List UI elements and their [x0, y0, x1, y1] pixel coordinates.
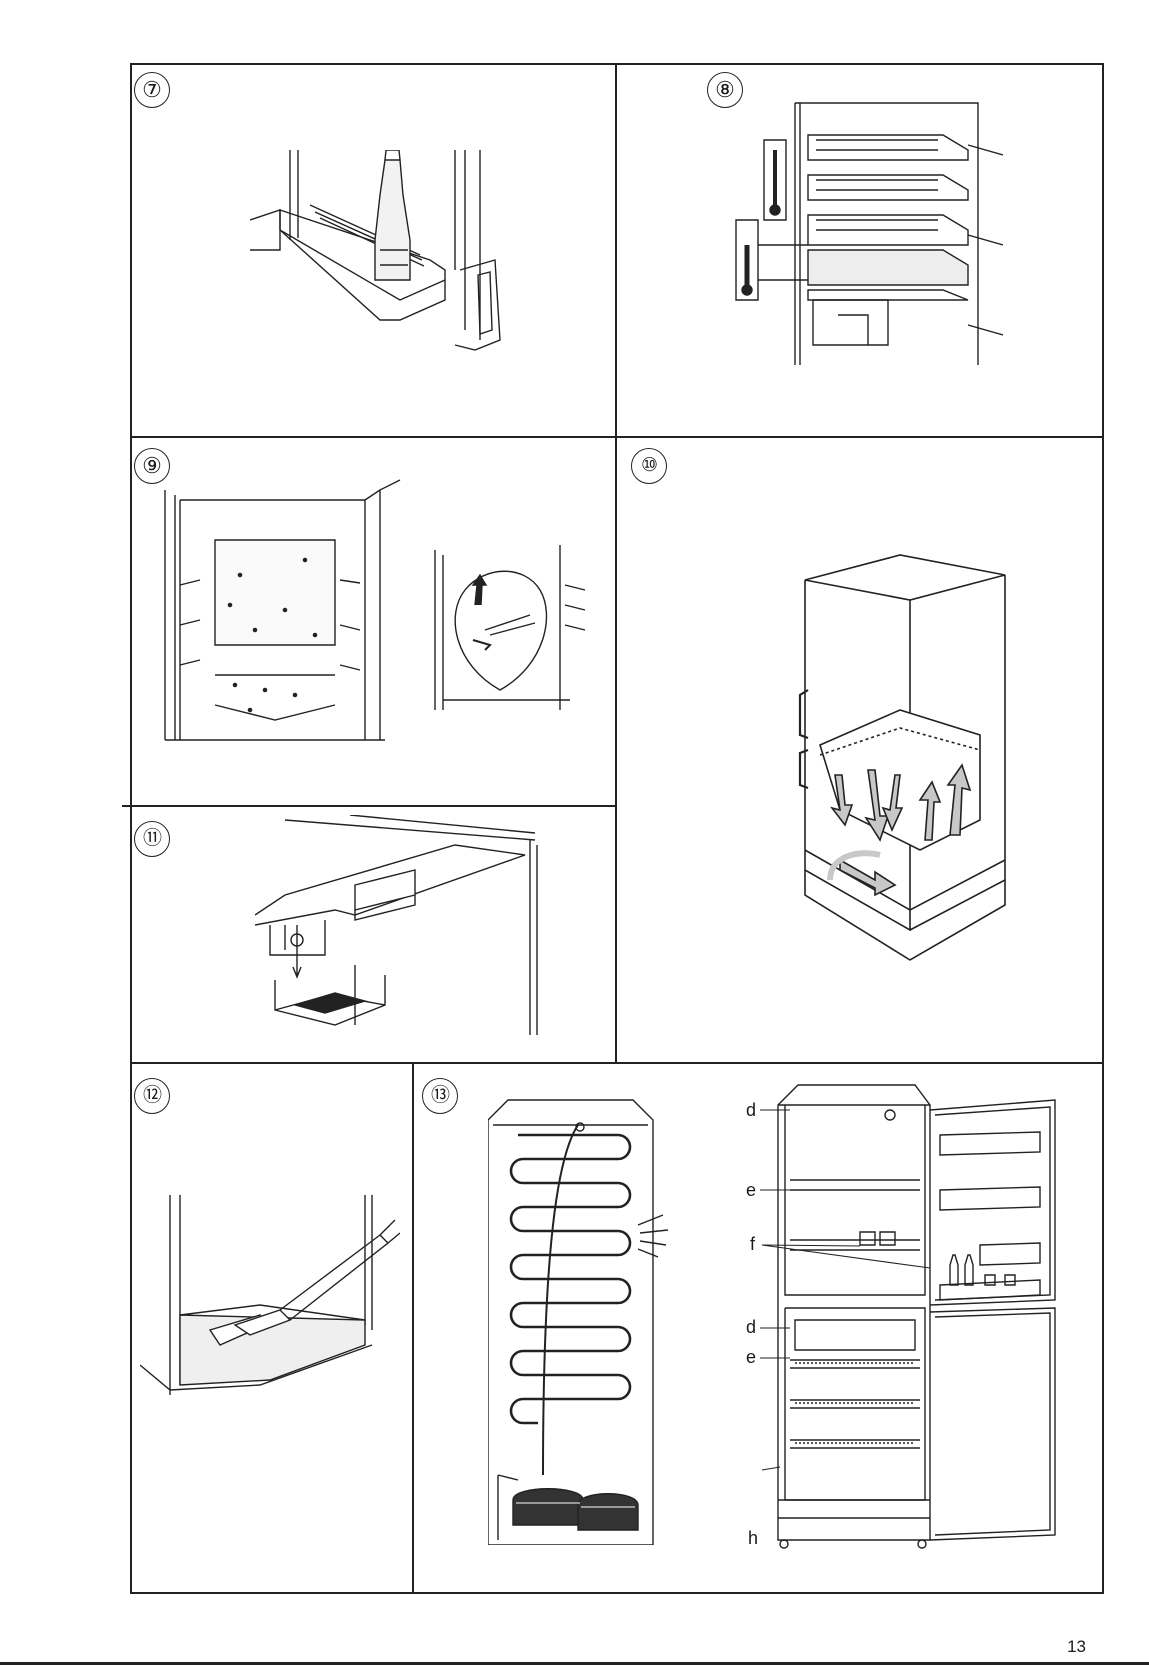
callout-e-top: e [746, 1180, 756, 1201]
divider-vertical-top [615, 63, 617, 1062]
divider-row2-left [122, 805, 617, 807]
figure-number-12: ⑫ [134, 1078, 170, 1114]
callout-e-bottom: e [746, 1347, 756, 1368]
frame-right [1102, 63, 1104, 1594]
figure-number-11: ⑪ [134, 821, 170, 857]
page-number: 13 [1067, 1637, 1086, 1657]
frame-bottom [130, 1592, 1104, 1594]
illustration-condenser-back [488, 1095, 678, 1545]
illustration-fridge-thermometers [728, 95, 1003, 370]
bottom-rule [0, 1662, 1149, 1665]
illustration-defrost-drain [155, 465, 605, 750]
divider-row3 [130, 1062, 1104, 1064]
illustration-drain-cleaning [140, 1185, 400, 1395]
divider-vertical-bottom [412, 1062, 414, 1594]
illustration-door-bottle-shelf [250, 150, 530, 360]
callout-leader-lines [750, 1100, 930, 1480]
illustration-light-cover [255, 815, 555, 1035]
figure-number-13: ⑬ [422, 1078, 458, 1114]
illustration-air-circulation [780, 550, 1020, 970]
figure-number-10: ⑩ [631, 448, 667, 484]
callout-d-top: d [746, 1100, 756, 1121]
callout-h: h [748, 1528, 758, 1549]
figure-number-7: ⑦ [134, 72, 170, 108]
divider-row1 [130, 436, 1104, 438]
callout-f: f [750, 1234, 755, 1255]
callout-d-bottom: d [746, 1317, 756, 1338]
frame-top [130, 63, 1104, 65]
frame-left [130, 63, 132, 1594]
